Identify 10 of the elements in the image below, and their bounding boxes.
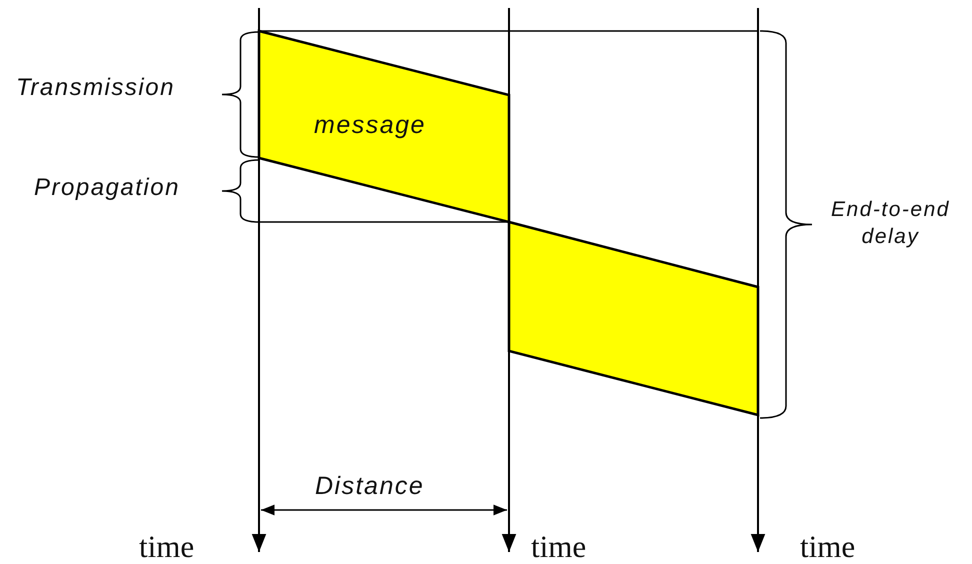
- packet-label: message: [314, 111, 426, 140]
- axis-label: time: [531, 528, 586, 564]
- interval-label: End-to-end delay: [830, 197, 951, 250]
- packet-parallelogram: [259, 31, 509, 222]
- interval-label: Propagation: [34, 173, 180, 203]
- dimension-label: Distance: [315, 471, 424, 502]
- axis-label: time: [139, 528, 194, 564]
- axis-label: time: [800, 528, 856, 564]
- interval-label: Transmission: [16, 73, 175, 103]
- packet-parallelogram: [509, 222, 758, 415]
